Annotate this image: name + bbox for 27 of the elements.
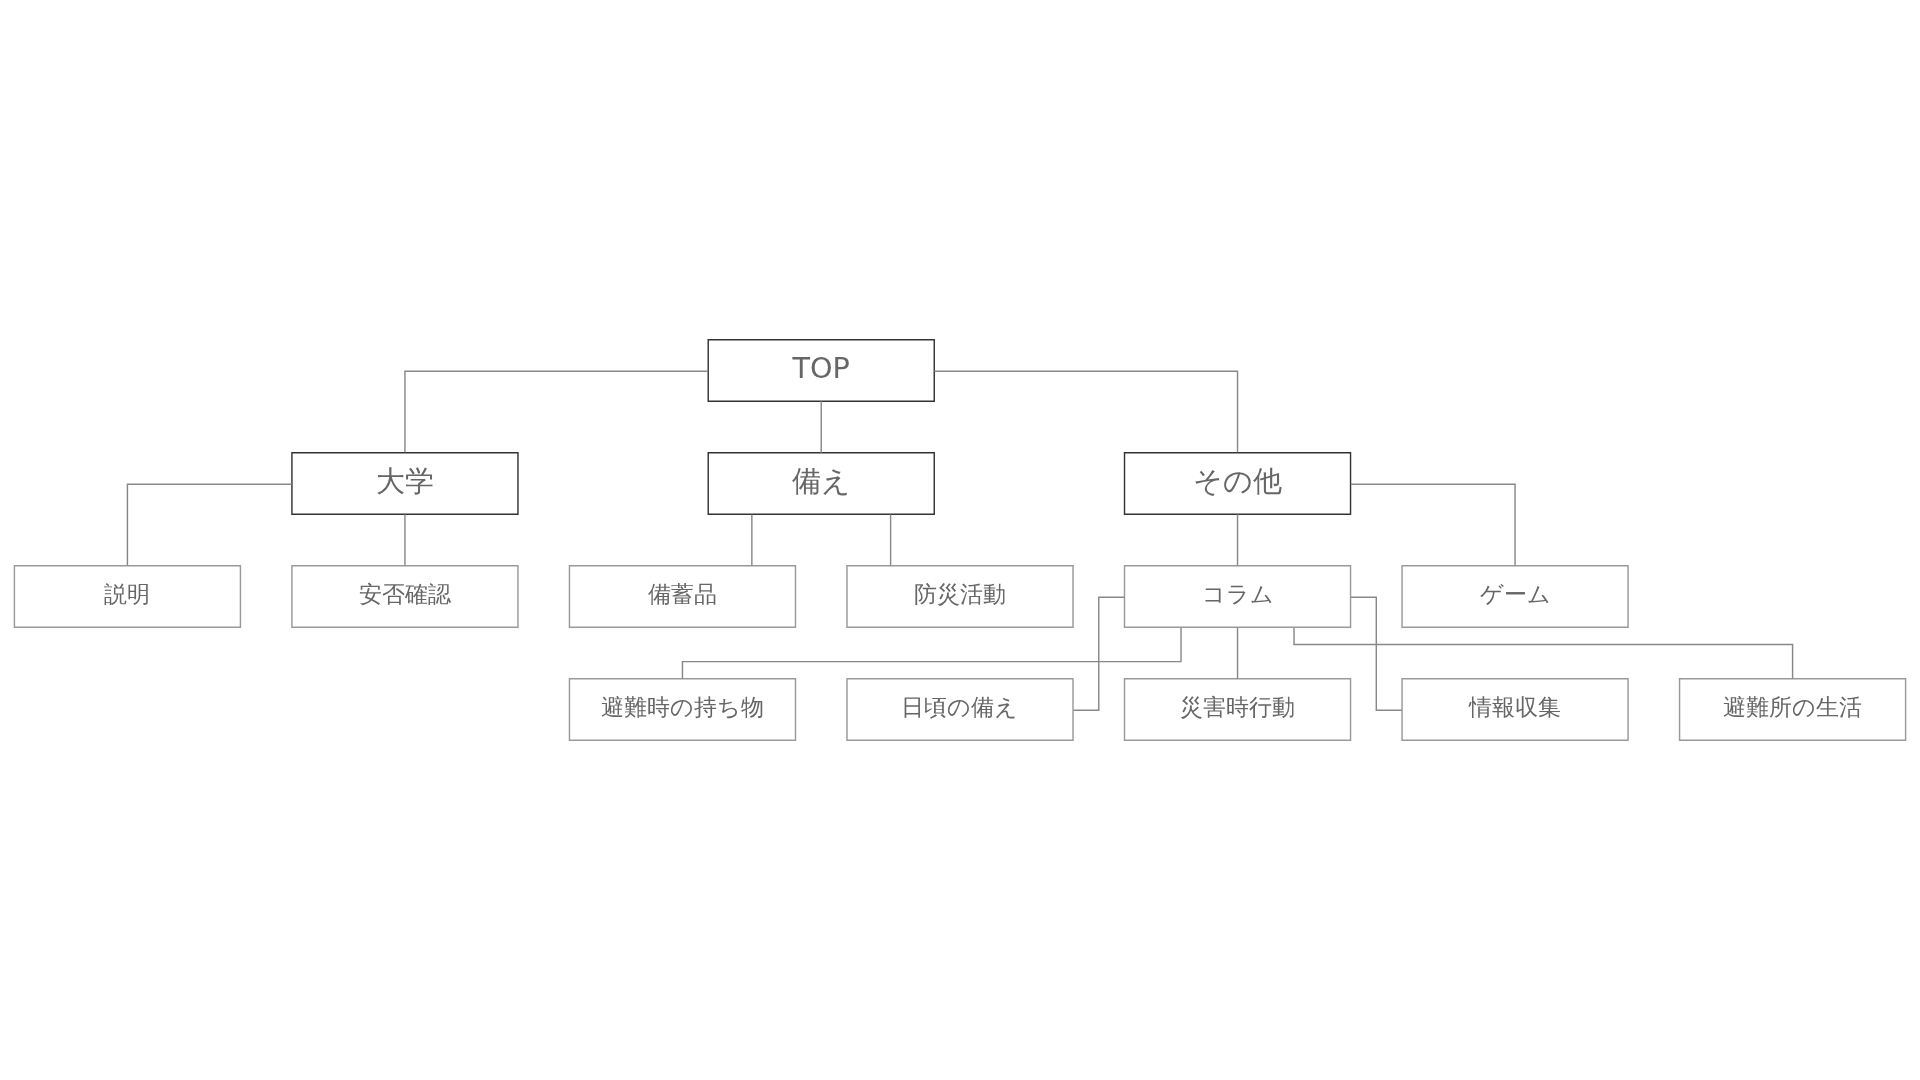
node-box: 避難所の生活 bbox=[1678, 678, 1907, 741]
connector bbox=[126, 483, 293, 566]
node-box: 安否確認 bbox=[291, 565, 519, 628]
node-box: 災害時行動 bbox=[1123, 678, 1352, 741]
node-box: 日頃の備え bbox=[846, 678, 1074, 741]
node-box: 大学 bbox=[291, 452, 519, 515]
node-box: ゲーム bbox=[1401, 565, 1629, 628]
node-box: TOP bbox=[707, 339, 935, 402]
node-box: その他 bbox=[1123, 452, 1352, 515]
node-box: 防災活動 bbox=[846, 565, 1074, 628]
node-box: 情報収集 bbox=[1401, 678, 1629, 741]
connector bbox=[820, 400, 822, 454]
connector bbox=[404, 513, 406, 567]
connector bbox=[1293, 626, 1794, 680]
connector bbox=[1236, 626, 1239, 680]
connector bbox=[1350, 483, 1516, 566]
node-box: コラム bbox=[1123, 565, 1352, 628]
connector bbox=[933, 370, 1239, 453]
node-box: 備え bbox=[707, 452, 935, 515]
connector bbox=[404, 370, 709, 453]
connector bbox=[681, 626, 1182, 680]
node-box: 説明 bbox=[13, 565, 242, 628]
node-box: 備蓄品 bbox=[568, 565, 797, 628]
connector bbox=[751, 513, 753, 567]
connector bbox=[889, 513, 892, 567]
node-box: 避難時の持ち物 bbox=[568, 678, 797, 741]
connector bbox=[1236, 513, 1239, 567]
